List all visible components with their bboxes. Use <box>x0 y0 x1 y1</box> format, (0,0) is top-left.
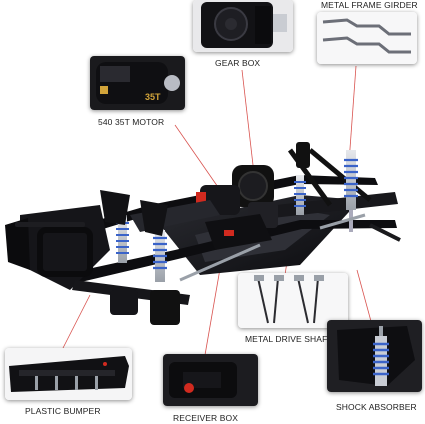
shock-absorber-image <box>327 320 422 392</box>
front-shock <box>153 230 167 282</box>
frame-girder-callout <box>317 12 417 64</box>
plastic-bumper-label: PLASTIC BUMPER <box>25 406 101 416</box>
gear-box-callout <box>193 0 293 52</box>
plastic-bumper-image <box>5 348 132 400</box>
metal-drive-shaft-label: METAL DRIVE SHAFT <box>245 334 333 344</box>
frame-girder-image <box>317 12 417 64</box>
motor-label: 540 35T MOTOR <box>98 117 165 127</box>
receiver-box-label: RECEIVER BOX <box>173 413 238 423</box>
receiver-box-image <box>163 354 258 406</box>
gear-box-label: GEAR BOX <box>215 58 261 68</box>
drive-shaft-image <box>238 273 348 328</box>
plastic-bumper-callout <box>5 348 132 400</box>
rear-shock <box>344 150 358 232</box>
motor-printed-text: 35T <box>145 92 161 102</box>
gear-box-image <box>193 0 293 52</box>
drive-shaft-callout <box>238 273 348 328</box>
motor-callout: 35T <box>90 56 185 110</box>
motor-image <box>90 56 185 110</box>
receiver-box-callout <box>163 354 258 406</box>
shock-absorber-label: SHOCK ABSORBER <box>336 402 417 412</box>
metal-frame-girder-label: METAL FRAME GIRDER <box>321 0 418 10</box>
shock-absorber-callout <box>327 320 422 392</box>
